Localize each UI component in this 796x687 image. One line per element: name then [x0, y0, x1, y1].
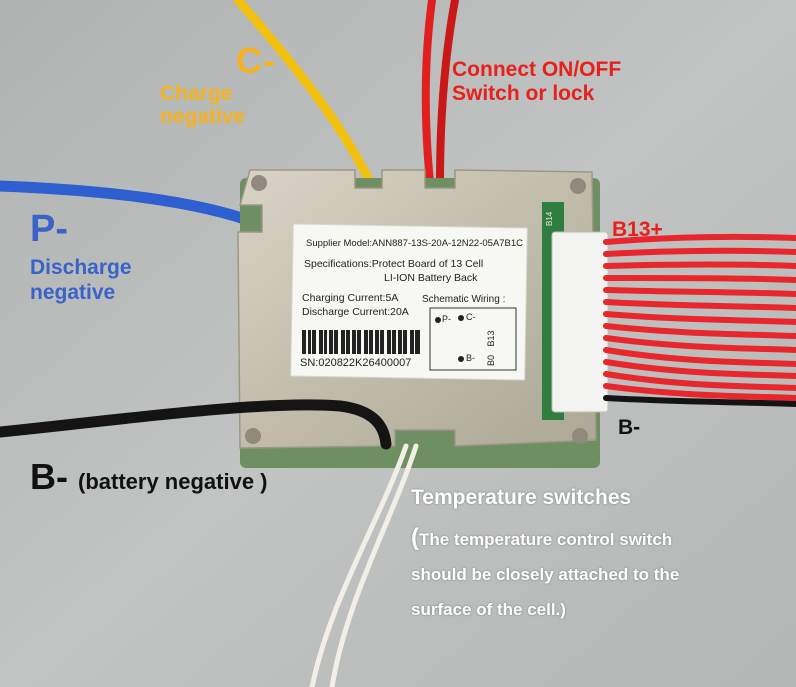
b-minus-right-label: B-: [618, 416, 641, 439]
switch-line1: Connect ON/OFF: [452, 58, 622, 81]
switch-wire-2: [436, 0, 459, 186]
temp-line3: surface of the cell.): [411, 600, 566, 619]
balance-wires: [603, 233, 796, 401]
wiring-dot-b: [458, 356, 464, 362]
battery-negative-wire: [0, 399, 392, 450]
sticker-wiring-b13: B13: [486, 330, 496, 347]
mount-hole-tl: [251, 175, 267, 191]
battery-negative-b: B-: [30, 456, 68, 497]
charge-negative-desc: Charge negative: [160, 82, 245, 128]
sticker-wiring-b0-b13: B0 B13: [486, 330, 496, 366]
sticker-wiring-b: B-: [466, 353, 475, 363]
charge-line1: Charge: [160, 82, 233, 105]
balance-black-wire: [603, 395, 796, 407]
battery-negative-note: (battery negative ): [78, 469, 268, 494]
discharge-negative-title: P-: [30, 208, 68, 250]
balance-connector: [551, 231, 609, 413]
temperature-switches-title: Temperature switches: [411, 486, 632, 509]
charge-negative-title: C-: [236, 40, 276, 81]
sticker-schematic-label: Schematic Wiring :: [422, 294, 506, 305]
sticker-supplier-model: Supplier Model:ANN887-13S-20A-12N22-05A7…: [306, 238, 524, 249]
temp-line1-text: The temperature control switch: [419, 530, 673, 549]
temp-wire-1: [309, 443, 409, 687]
sticker-spec-line1: Specifications:Protect Board of 13 Cell: [304, 258, 484, 270]
sticker-discharge-current: Discharge Current:20A: [302, 306, 409, 318]
schematic-box: [429, 307, 517, 371]
discharge-line1: Discharge: [30, 256, 132, 279]
temperature-switches-desc: (The temperature control switch should b…: [411, 520, 679, 627]
charge-line2: negative: [160, 105, 246, 128]
sticker-sn: SN:020822K26400007: [300, 357, 412, 369]
connector-label: B14: [545, 211, 554, 226]
temp-wire-2: [329, 443, 419, 687]
sticker-charging-current: Charging Current:5A: [302, 292, 399, 304]
sticker-wiring-b0: B0: [486, 354, 496, 366]
battery-negative-title: B- (battery negative ): [30, 456, 268, 498]
switch-line2: Switch or lock: [452, 82, 595, 105]
discharge-line2: negative: [30, 281, 116, 304]
sticker-wiring-p: P-: [442, 314, 451, 324]
b13-plus-label: B13+: [612, 218, 663, 241]
wiring-dot-p: [435, 317, 441, 323]
temp-line2: should be closely attached to the: [411, 565, 680, 584]
discharge-wire: [0, 180, 270, 232]
temp-line1: (The temperature control switch: [411, 520, 679, 557]
temp-paren: (: [411, 524, 419, 551]
sticker-barcode-gaps: [306, 330, 415, 354]
sticker-wiring-c: C-: [466, 312, 476, 322]
sticker-spec-line2: LI-ION Battery Back: [384, 272, 478, 284]
mount-hole-tr: [570, 178, 586, 194]
charge-wire: [233, 0, 377, 191]
mount-hole-bl: [245, 428, 261, 444]
mount-hole-br: [572, 428, 588, 444]
switch-wire-1: [421, 0, 436, 186]
wiring-dot-c: [458, 315, 464, 321]
discharge-negative-desc: Discharge negative: [30, 255, 132, 305]
switch-desc: Connect ON/OFF Switch or lock: [452, 58, 621, 106]
